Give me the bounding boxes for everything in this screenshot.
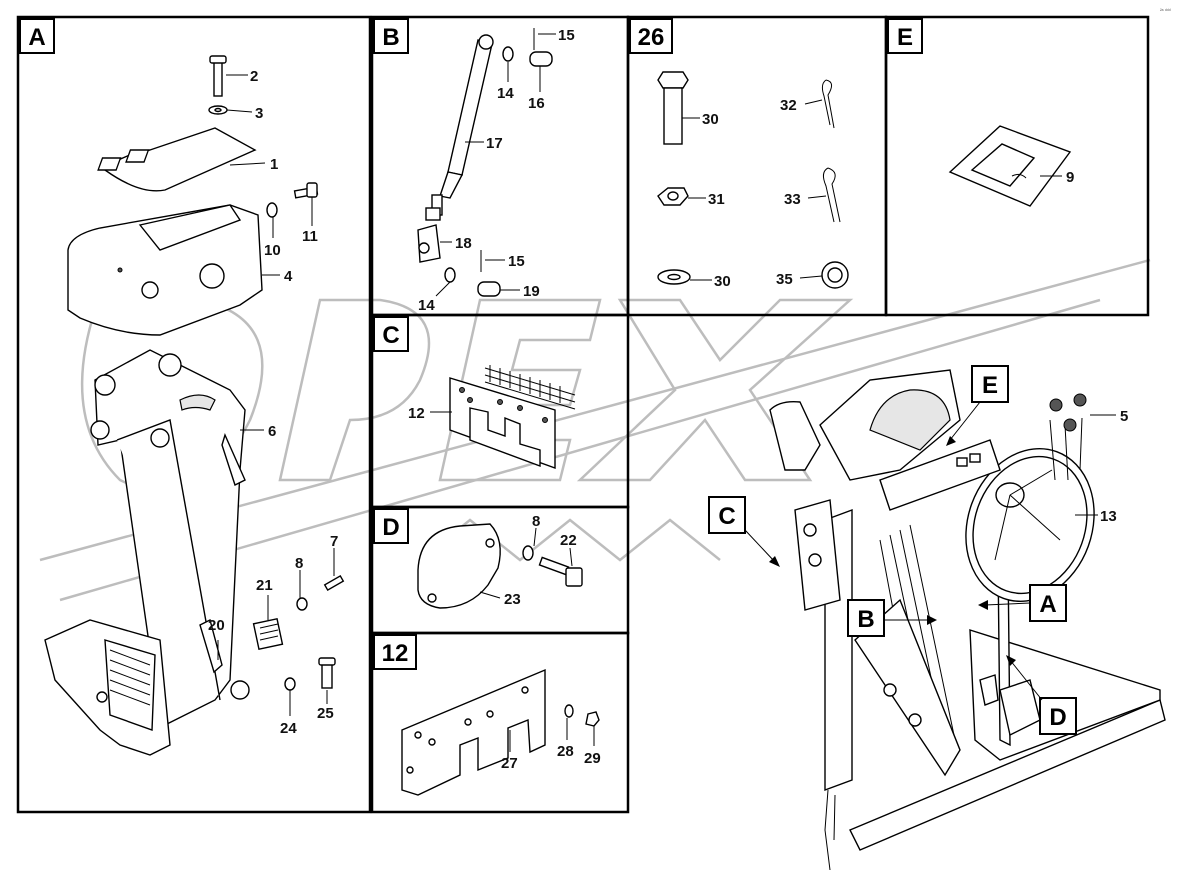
svg-text:C: C (382, 322, 399, 349)
label-27: 27 (501, 755, 518, 772)
label-8: 8 (295, 555, 303, 572)
label-9: 9 (1066, 169, 1074, 186)
label-14a: 14 (497, 85, 514, 102)
panel-26-drawing (657, 71, 849, 289)
panel-D-drawing (417, 523, 583, 609)
label-21: 21 (256, 577, 273, 594)
svg-text:E: E (982, 372, 998, 399)
label-28: 28 (557, 743, 574, 760)
panel-26-labels: 30 31 30 32 33 35 (702, 97, 801, 290)
svg-text:D: D (382, 514, 399, 541)
label-20: 20 (208, 617, 225, 634)
svg-text:B: B (382, 24, 399, 51)
main-assembly-drawing (769, 369, 1166, 871)
label-2: 2 (250, 68, 258, 85)
label-7: 7 (330, 533, 338, 550)
label-30b: 30 (714, 273, 731, 290)
label-8-d: 8 (532, 513, 540, 530)
label-12-c: 12 (408, 405, 425, 422)
svg-text:A: A (28, 24, 45, 51)
svg-text:B: B (857, 606, 874, 633)
panel-A-leaders (217, 74, 335, 716)
svg-text:E: E (897, 24, 913, 51)
callout-C: C (708, 496, 780, 567)
panel-12-leaders (509, 718, 595, 752)
label-31: 31 (708, 191, 725, 208)
label-25: 25 (317, 705, 334, 722)
callout-A: A (978, 584, 1067, 622)
callout-B: B (847, 599, 937, 637)
svg-text:26: 26 (638, 24, 665, 51)
panel-12-labels: 27 28 29 (501, 743, 601, 772)
label-24: 24 (280, 720, 297, 737)
panel-12-drawing (401, 668, 600, 796)
panel-tag-C: C (373, 316, 409, 352)
label-10: 10 (264, 242, 281, 259)
label-30a: 30 (702, 111, 719, 128)
label-35: 35 (776, 271, 793, 288)
svg-text:A: A (1039, 591, 1056, 618)
panel-tag-B: B (373, 18, 409, 54)
panel-B-drawing (417, 28, 553, 297)
label-22: 22 (560, 532, 577, 549)
svg-text:C: C (718, 503, 735, 530)
label-6: 6 (268, 423, 276, 440)
panel-C-drawing (449, 365, 576, 469)
label-15a: 15 (558, 27, 575, 44)
panel-tag-E: E (887, 18, 923, 54)
svg-text:12: 12 (382, 640, 409, 667)
main-assembly-leaders (1075, 414, 1116, 516)
panel-tag-A: A (19, 18, 55, 54)
panel-tag-D: D (373, 508, 409, 544)
label-29: 29 (584, 750, 601, 767)
panel-frames (16, 15, 1150, 814)
label-23: 23 (504, 591, 521, 608)
panel-B-leaders (435, 33, 556, 297)
label-1: 1 (270, 156, 278, 173)
corner-mark: ²ᵃ ᵈᵈᵈ (1160, 8, 1171, 14)
panel-A-labels: 2 3 1 10 11 4 6 7 8 21 20 24 25 (208, 68, 338, 737)
label-33: 33 (784, 191, 801, 208)
label-18: 18 (455, 235, 472, 252)
panel-E-drawing (948, 125, 1072, 207)
panel-26-leaders (682, 99, 827, 281)
label-13: 13 (1100, 508, 1117, 525)
panel-A-drawing (44, 55, 345, 756)
callout-E: E (946, 365, 1009, 446)
callout-D: D (1006, 655, 1077, 735)
label-11: 11 (302, 228, 318, 245)
panel-tag-26: 26 (629, 18, 673, 54)
label-15b: 15 (508, 253, 525, 270)
panel-tag-12: 12 (373, 634, 417, 670)
panel-D-leaders (479, 527, 573, 599)
label-16: 16 (528, 95, 545, 112)
label-19: 19 (523, 283, 540, 300)
label-3: 3 (255, 105, 263, 122)
svg-text:D: D (1049, 704, 1066, 731)
label-17: 17 (486, 135, 503, 152)
panel-D-labels: 8 22 23 (504, 513, 577, 608)
panel-B-labels: 15 14 16 17 18 15 14 19 (418, 27, 575, 314)
label-32: 32 (780, 97, 797, 114)
label-4: 4 (284, 268, 293, 285)
label-14b: 14 (418, 297, 435, 314)
label-5: 5 (1120, 408, 1128, 425)
